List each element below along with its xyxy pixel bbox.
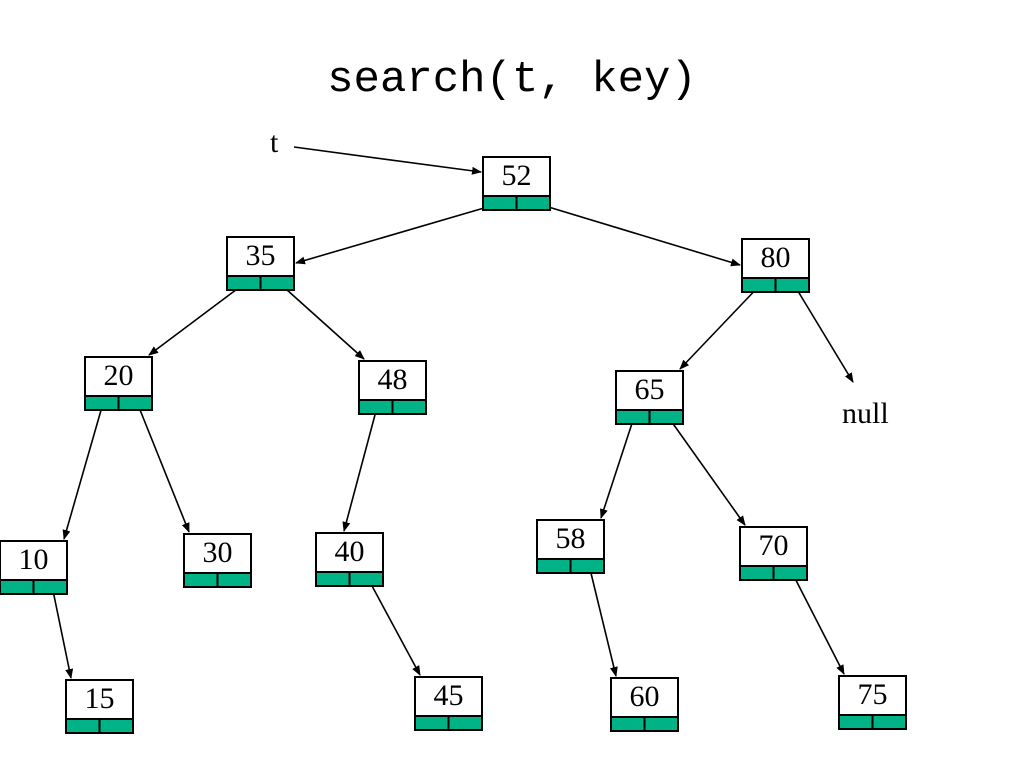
node-key-label: 52	[502, 159, 532, 192]
node-key-label: 60	[630, 680, 660, 713]
tree-node-75: 75	[838, 675, 907, 730]
left-pointer-field	[358, 399, 394, 415]
edge-80-65	[679, 284, 761, 370]
right-pointer-field	[259, 275, 295, 291]
left-pointer-field	[414, 715, 450, 731]
tree-node-52: 52	[482, 156, 551, 211]
right-pointer-field	[772, 565, 808, 581]
tree-node-60: 60	[610, 677, 679, 732]
node-key-box	[0, 540, 68, 581]
tree-node-30: 30	[183, 533, 252, 588]
right-pointer-field	[216, 572, 252, 588]
edge-20-10	[62, 402, 104, 540]
root-pointer-arrow	[293, 146, 482, 175]
node-key-box	[315, 532, 384, 573]
tree-node-58: 58	[536, 519, 605, 574]
node-key-label: 15	[85, 682, 115, 715]
edge-70-75	[791, 572, 845, 675]
edge-52-35	[295, 202, 502, 265]
left-pointer-field	[84, 395, 120, 411]
left-pointer-field	[65, 718, 101, 734]
node-key-label: 45	[434, 679, 464, 712]
node-key-box	[741, 238, 810, 279]
node-key-box	[226, 236, 295, 277]
tree-node-48: 48	[358, 360, 427, 415]
right-pointer-field	[871, 714, 907, 730]
left-pointer-field	[615, 409, 651, 425]
right-pointer-field	[348, 571, 384, 587]
tree-node-10: 10	[0, 540, 68, 595]
left-pointer-field	[226, 275, 262, 291]
node-key-label: 65	[635, 373, 665, 406]
edge-35-20	[148, 282, 246, 356]
node-key-label: 35	[246, 239, 276, 272]
edge-65-58	[600, 416, 635, 519]
right-pointer-field	[447, 715, 483, 731]
left-pointer-field	[482, 195, 518, 211]
node-key-box	[482, 156, 551, 197]
right-pointer-field	[515, 195, 551, 211]
right-pointer-field	[648, 409, 684, 425]
edge-48-40	[342, 406, 378, 532]
left-pointer-field	[838, 714, 874, 730]
node-key-box	[65, 679, 134, 720]
edge-52-80	[535, 202, 741, 267]
tree-node-65: 65	[615, 370, 684, 425]
null-label: null	[842, 397, 889, 430]
tree-node-40: 40	[315, 532, 384, 587]
node-key-label: 75	[858, 678, 888, 711]
node-key-box	[838, 675, 907, 716]
edge-35-48	[278, 282, 365, 360]
root-pointer-label: t	[270, 126, 279, 159]
left-pointer-field	[183, 572, 219, 588]
node-key-label: 70	[759, 529, 789, 562]
left-pointer-field	[0, 579, 35, 595]
edge-80-null	[793, 284, 854, 383]
edge-10-15	[51, 586, 74, 679]
node-key-box	[414, 676, 483, 717]
left-pointer-field	[315, 571, 351, 587]
right-pointer-field	[774, 277, 810, 293]
tree-node-20: 20	[84, 356, 153, 411]
tree-node-45: 45	[414, 676, 483, 731]
edge-40-45	[367, 578, 421, 676]
page-title: search(t, key)	[327, 55, 697, 105]
right-pointer-field	[117, 395, 153, 411]
tree-node-35: 35	[226, 236, 295, 291]
tree-node-15: 15	[65, 679, 134, 734]
node-key-label: 10	[19, 543, 49, 576]
edge-65-70	[667, 416, 746, 526]
right-pointer-field	[569, 558, 605, 574]
node-key-box	[183, 533, 252, 574]
left-pointer-field	[610, 716, 646, 732]
right-pointer-field	[98, 718, 134, 734]
left-pointer-field	[739, 565, 775, 581]
node-key-label: 20	[104, 359, 134, 392]
node-key-label: 48	[378, 363, 408, 396]
tree-node-80: 80	[741, 238, 810, 293]
node-key-box	[739, 526, 808, 567]
right-pointer-field	[391, 399, 427, 415]
edge-20-30	[136, 402, 190, 533]
node-key-label: 30	[203, 536, 233, 569]
node-key-label: 58	[556, 522, 586, 555]
left-pointer-field	[536, 558, 572, 574]
right-pointer-field	[32, 579, 68, 595]
left-pointer-field	[741, 277, 777, 293]
node-key-label: 40	[335, 535, 365, 568]
edge-58-60	[588, 565, 618, 677]
right-pointer-field	[643, 716, 679, 732]
node-key-label: 80	[761, 241, 791, 274]
tree-node-70: 70	[739, 526, 808, 581]
